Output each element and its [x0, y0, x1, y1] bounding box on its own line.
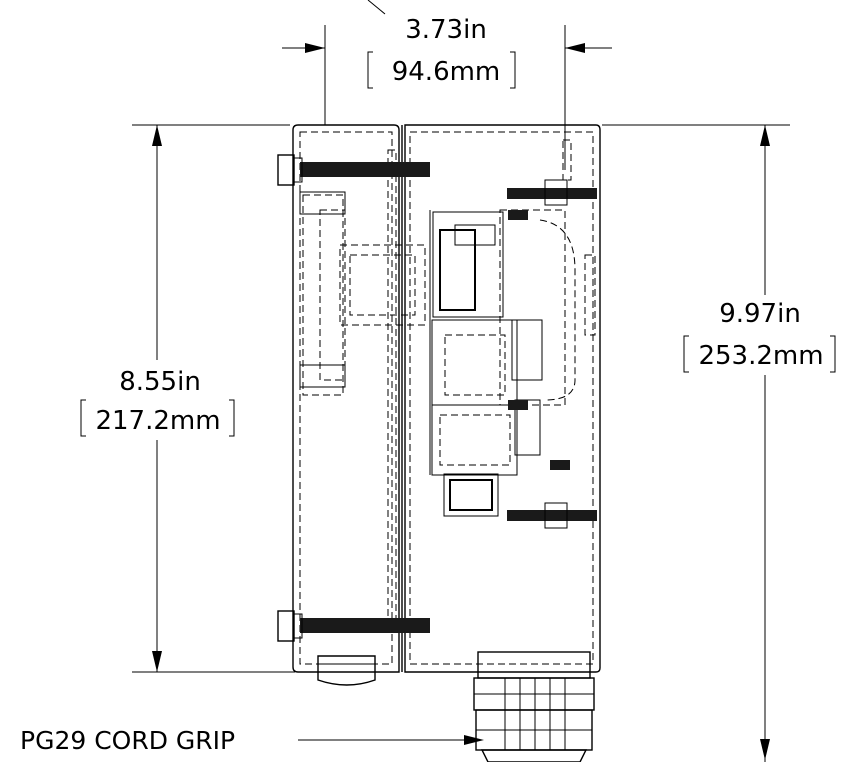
bolt-bottom-washer — [293, 613, 303, 639]
cord-grip-top-nut — [477, 651, 591, 679]
left-height-imperial: 8.55in — [119, 367, 201, 397]
bottom-fittings — [317, 651, 595, 762]
screw-bottom-right-nut — [544, 502, 568, 529]
cord-grip-label: PG29 CORD GRIP — [20, 726, 235, 755]
bracket-open — [367, 51, 373, 89]
left-height-dimension: 8.55in 217.2mm — [80, 124, 295, 673]
callout-arrowhead — [464, 735, 484, 745]
bracket-clip — [550, 460, 570, 470]
arrowhead-bottom — [152, 651, 162, 672]
terminal-frame — [443, 473, 499, 517]
bolts — [277, 154, 597, 642]
rail-inner-hidden — [319, 209, 346, 381]
screw-top-right-nut — [544, 179, 568, 206]
arrowhead-right — [565, 43, 585, 53]
right-height-imperial: 9.97in — [719, 299, 801, 329]
right-height-dimension: 9.97in 253.2mm — [602, 124, 836, 762]
component-left-inner-hidden — [349, 254, 416, 316]
bolt-top-shank — [300, 162, 430, 177]
bracket-close — [830, 335, 836, 373]
din-clip-bottom — [508, 400, 528, 410]
bracket-open — [80, 399, 86, 437]
relay-block — [432, 211, 504, 318]
arrowhead-left — [305, 43, 325, 53]
left-door-outline — [292, 124, 400, 673]
leader-line — [367, 0, 386, 15]
terminal-block — [449, 479, 493, 511]
top-width-dimension: 3.73in 94.6mm — [282, 0, 612, 170]
internal-components — [429, 210, 543, 517]
rail-screw-top — [299, 191, 346, 215]
side-module — [511, 319, 543, 381]
arrowhead-bottom — [760, 739, 770, 760]
top-width-metric: 94.6mm — [392, 57, 501, 87]
label-backdrop — [100, 360, 220, 440]
cord-grip-callout: PG29 CORD GRIP — [20, 726, 484, 755]
power-supply-lower-hidden — [439, 414, 511, 466]
mounting-rail-hidden — [302, 194, 344, 396]
right-height-metric: 253.2mm — [698, 341, 823, 371]
arrowhead-top — [152, 125, 162, 146]
right-body-inner-hidden — [409, 131, 594, 665]
enclosure-body — [292, 124, 601, 673]
bolt-bottom-shank — [300, 618, 430, 633]
component-left-hidden — [339, 244, 426, 326]
left-height-metric: 217.2mm — [95, 406, 220, 436]
bracket-close — [229, 399, 235, 437]
power-supply-lower — [431, 404, 518, 476]
bolt-top-washer — [293, 157, 303, 183]
rail-screw-bottom — [299, 364, 346, 388]
top-width-imperial: 3.73in — [405, 15, 487, 45]
screw-boss-hidden — [562, 139, 572, 181]
right-body-outline — [404, 124, 601, 673]
left-bottom-fitting — [317, 655, 376, 686]
bolt-top-head — [277, 154, 295, 186]
left-door-inner-hidden — [299, 131, 393, 665]
label-backdrop — [685, 295, 835, 375]
relay-cap — [454, 224, 496, 246]
bolt-bottom-head — [277, 610, 295, 642]
power-supply-hidden — [444, 334, 506, 396]
bracket-close — [510, 51, 516, 89]
arrowhead-top — [760, 125, 770, 146]
pg29-cord-grip — [473, 651, 595, 762]
screw-bottom-right — [507, 510, 597, 521]
bracket-open — [683, 335, 689, 373]
relay-block-dark — [439, 229, 476, 311]
cable-hidden — [539, 219, 576, 401]
din-clip-top — [508, 210, 528, 220]
cord-grip-tip — [480, 749, 588, 762]
din-rail-hidden — [499, 209, 566, 406]
screw-top-right — [507, 188, 597, 199]
side-rib-hidden — [584, 254, 596, 336]
